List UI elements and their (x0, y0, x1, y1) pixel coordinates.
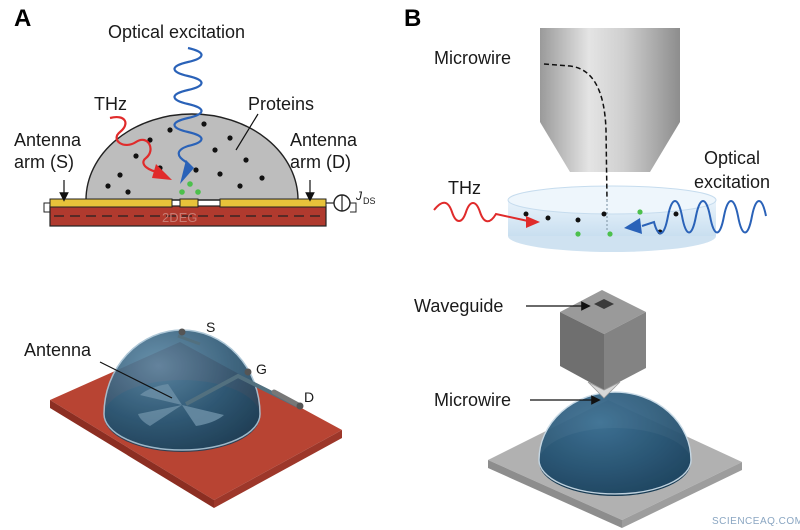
panel-a-top: A Optical excitation THz Proteins Antenn… (14, 5, 376, 227)
lead-g-tip (244, 368, 252, 376)
excited-dots (179, 181, 201, 195)
optical-arrowhead (180, 160, 194, 184)
channel-label: 2DEG (162, 210, 197, 225)
sample-disk (507, 185, 717, 215)
waveguide-aperture (594, 299, 614, 309)
panel-label-b: B (404, 5, 421, 32)
microwire-tip (587, 381, 621, 399)
objective-tip (540, 122, 680, 172)
microwire-dashed-path (543, 63, 608, 201)
protein-dots (105, 121, 265, 195)
objective-body (540, 28, 680, 122)
optical-wave (173, 46, 203, 163)
sample-dome (538, 391, 692, 495)
antenna-pointer (99, 361, 173, 399)
watermark: SCIENCEAQ.COM (712, 516, 800, 527)
lead-d-tip (296, 402, 304, 410)
optical-label-line1: Optical (704, 148, 760, 168)
thz-wave (109, 116, 161, 174)
electrode-gate (179, 198, 199, 208)
current-subscript: DS (363, 196, 376, 206)
electrode-source (49, 198, 173, 208)
waveguide-label: Waveguide (414, 296, 503, 316)
thz-label-b: THz (448, 178, 481, 198)
protein-dome (103, 329, 261, 451)
lead-d (271, 389, 303, 409)
antenna-arm-d-label-line2: arm (D) (290, 152, 351, 172)
protein-droplet (85, 113, 299, 201)
thz-arrowhead (152, 164, 172, 180)
antenna-arm-d-label-line1: Antenna (290, 130, 358, 150)
contact-left (43, 202, 50, 213)
excited-dots-b (575, 209, 643, 237)
panel-b-bottom: Waveguide Microwire (414, 290, 742, 528)
antenna-label: Antenna (24, 340, 92, 360)
panel-a-bottom: Antenna S G D (24, 319, 342, 508)
g-label: G (256, 361, 267, 377)
current-symbol: J (355, 189, 363, 203)
thz-wave-b (433, 201, 529, 223)
waveguide-top (560, 290, 646, 334)
proteins-pointer (235, 113, 259, 151)
antenna-arm-s-label-line1: Antenna (14, 130, 82, 150)
proteins-label: Proteins (248, 94, 314, 114)
panel-label-a: A (14, 5, 31, 32)
panel-b-top: B Microwire THz Optical excitation (404, 5, 770, 252)
optical-label-line2: excitation (694, 172, 770, 192)
optical-excitation-label: Optical excitation (108, 22, 245, 42)
microwire-label-b: Microwire (434, 390, 511, 410)
optical-wave-b (641, 200, 767, 235)
lead-s-tip (178, 328, 186, 336)
protein-dots-b (523, 211, 679, 235)
thz-label: THz (94, 94, 127, 114)
microwire-label: Microwire (434, 48, 511, 68)
d-label: D (304, 389, 314, 405)
waveguide-left-face (560, 312, 604, 390)
antenna-arm-s-label-line2: arm (S) (14, 152, 74, 172)
s-label: S (206, 319, 215, 335)
electrode-drain (219, 198, 327, 208)
waveguide-right-face (604, 312, 646, 390)
